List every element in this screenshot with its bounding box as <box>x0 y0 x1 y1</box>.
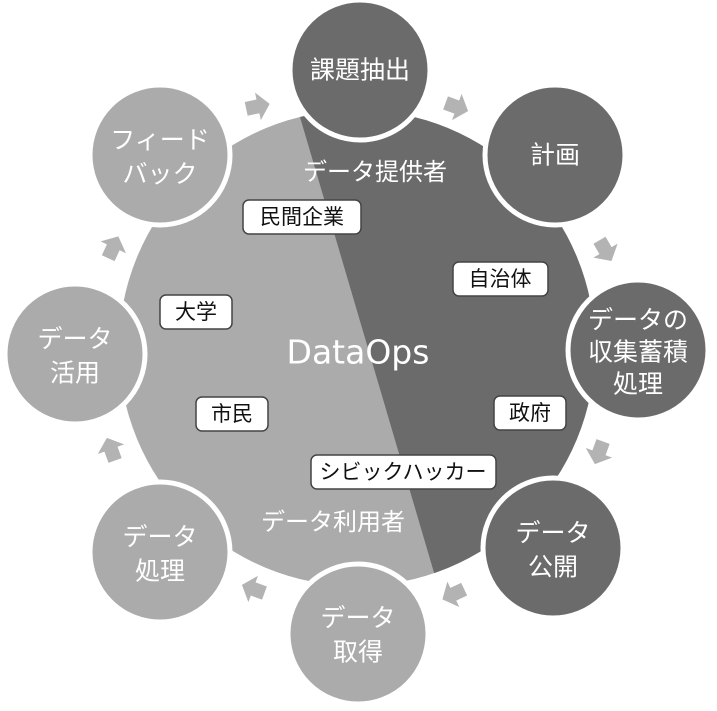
flow-arrows <box>97 92 618 607</box>
cycle-node-acquire-label-line1: データ <box>320 604 395 633</box>
cycle-node-feedback-circle <box>87 82 233 228</box>
flow-arrow-process-to-utilize <box>97 437 125 463</box>
actor-government-label: 政府 <box>509 401 551 425</box>
flow-arrow-acquire-to-process <box>241 575 267 603</box>
cycle-node-collect-circle <box>565 277 711 423</box>
flow-arrow-utilize-to-feedback <box>100 236 126 262</box>
cycle-node-feedback-label-line1: フィード <box>110 126 210 155</box>
flow-arrow-plan-to-collect <box>593 236 618 261</box>
cycle-node-extract-circle <box>287 0 433 143</box>
user-role-label: データ利用者 <box>261 508 405 536</box>
actor-municipality-box <box>452 261 549 297</box>
actor-government-box <box>493 395 567 431</box>
cycle-node-plan-label: 計画 <box>530 141 580 170</box>
provider-role-label: データ提供者 <box>303 158 447 186</box>
cycle-node-publish-label-line2: 公開 <box>528 553 578 582</box>
actor-university-label: 大学 <box>175 300 217 324</box>
cycle-node-acquire: データ 取得 <box>285 561 431 707</box>
cycle-node-utilize-label-line1: データ <box>37 325 112 354</box>
cycle-node-publish-label-line1: データ <box>515 519 590 548</box>
actor-citizens: 市民 <box>195 396 269 432</box>
cycle-node-process-circle <box>87 479 233 625</box>
flow-arrow-collect-to-publish <box>585 439 613 465</box>
cycle-node-collect-label-line2: 収集蓄積 <box>588 338 688 367</box>
actor-municipality: 自治体 <box>452 261 549 297</box>
actor-companies: 民間企業 <box>242 199 362 235</box>
cycle-node-process-label-line2: 処理 <box>135 557 185 586</box>
cycle-node-acquire-label-line2: 取得 <box>333 638 383 667</box>
actor-civic-hackers-box <box>310 454 497 490</box>
cycle-node-plan: 計画 <box>482 82 628 228</box>
cycle-node-utilize-circle <box>2 281 148 427</box>
flow-arrow-publish-to-acquire <box>442 581 468 607</box>
actor-companies-box <box>242 199 362 235</box>
actor-university-box <box>159 294 233 330</box>
cycle-node-process: データ 処理 <box>87 479 233 625</box>
cycle-node-extract: 課題抽出 <box>287 0 433 143</box>
cycle-node-collect-label-line3: 処理 <box>613 370 663 399</box>
cycle-node-collect-label-line1: データの <box>588 306 688 335</box>
center-title: DataOps <box>287 333 430 372</box>
cycle-node-collect: データの 収集蓄積 処理 <box>565 277 711 423</box>
cycle-node-acquire-circle <box>285 561 431 707</box>
flow-arrow-feedback-to-extract <box>244 92 270 121</box>
actor-companies-label: 民間企業 <box>260 205 344 229</box>
cycle-node-feedback-label-line2: バック <box>122 160 197 189</box>
actor-university: 大学 <box>159 294 233 330</box>
cycle-node-extract-label: 課題抽出 <box>310 56 410 85</box>
actor-municipality-label: 自治体 <box>469 267 532 291</box>
cycle-node-utilize-label-line2: 活用 <box>50 359 100 388</box>
cycle-node-publish-circle <box>480 475 626 621</box>
cycle-node-publish: データ 公開 <box>480 475 626 621</box>
cycle-node-feedback: フィード バック <box>87 82 233 228</box>
actor-government: 政府 <box>493 395 567 431</box>
actor-civic-hackers-label: シビックハッカー <box>320 460 487 484</box>
actor-citizens-box <box>195 396 269 432</box>
flow-arrow-extract-to-plan <box>443 93 469 121</box>
cycle-node-plan-circle <box>482 82 628 228</box>
actor-citizens-label: 市民 <box>211 402 253 426</box>
cycle-node-process-label-line1: データ <box>122 523 197 552</box>
cycle-node-utilize: データ 活用 <box>2 281 148 427</box>
actor-civic-hackers: シビックハッカー <box>310 454 497 490</box>
